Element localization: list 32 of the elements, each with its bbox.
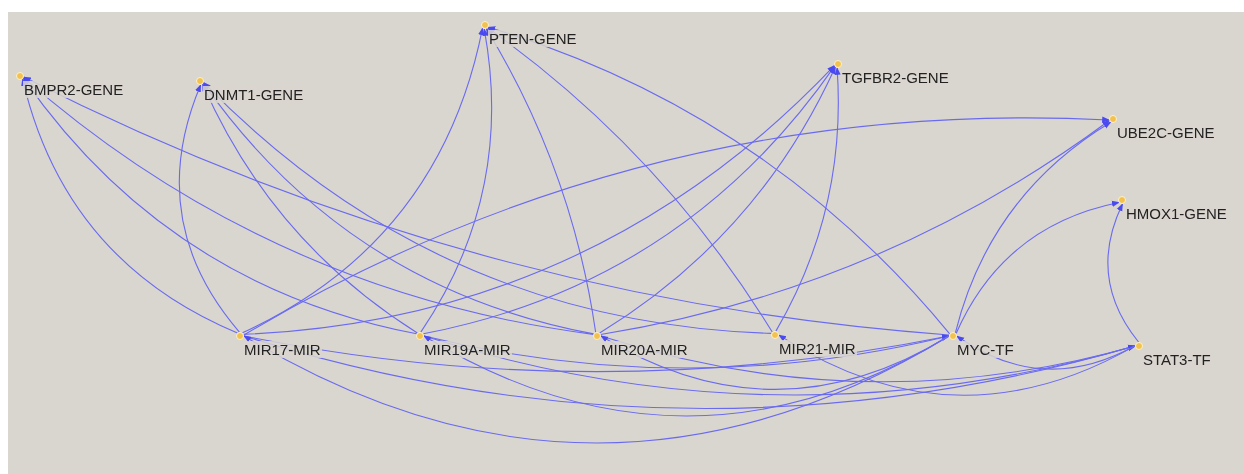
node-label: MIR20A-MIR xyxy=(600,341,689,358)
arrow xyxy=(21,78,238,334)
arrow xyxy=(23,77,594,335)
arrow xyxy=(954,121,1112,334)
node-label: MYC-TF xyxy=(956,341,1015,358)
node-label: PTEN-GENE xyxy=(488,30,578,47)
arrow xyxy=(202,82,595,335)
arrow xyxy=(202,83,418,334)
arrow xyxy=(203,82,772,334)
node-label: MIR19A-MIR xyxy=(423,341,512,358)
node-label: MIR21-MIR xyxy=(778,340,857,357)
arrow xyxy=(955,201,1120,335)
arrow xyxy=(485,28,597,333)
arrow xyxy=(420,28,493,333)
arrow xyxy=(1107,203,1140,343)
node-label: DNMT1-GENE xyxy=(203,86,305,103)
arrow xyxy=(600,120,1110,335)
arrow xyxy=(241,27,484,334)
arrow xyxy=(487,27,773,333)
arrow xyxy=(179,84,240,333)
arrow xyxy=(23,76,950,336)
arrow xyxy=(775,67,841,332)
arrow xyxy=(243,65,835,335)
arrow xyxy=(487,26,951,335)
arrow xyxy=(243,335,950,444)
arrow xyxy=(243,116,1110,336)
node-label: BMPR2-GENE xyxy=(23,81,125,98)
arrow xyxy=(600,335,950,390)
arrow xyxy=(422,65,836,335)
node-label: MIR17-MIR xyxy=(243,341,322,358)
arrow xyxy=(22,77,418,335)
arrow xyxy=(599,66,836,334)
